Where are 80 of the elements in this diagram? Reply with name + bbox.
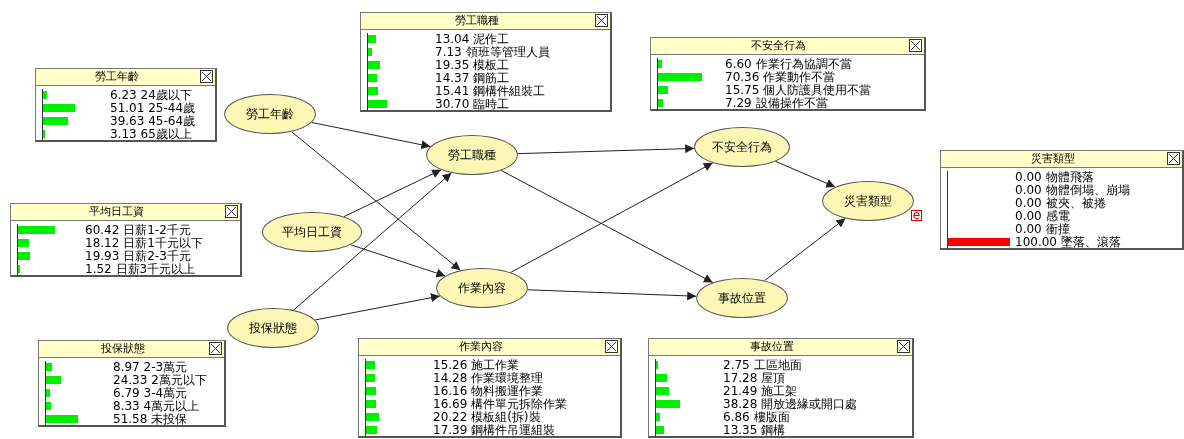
- state-row: 6.86 樓版面: [723, 411, 790, 424]
- arrow: [774, 160, 836, 188]
- variable-ellipse: [436, 268, 528, 308]
- evidence-icon: e: [911, 210, 922, 221]
- variable-ellipse: [426, 135, 518, 175]
- monitor-title: 作業內容: [457, 340, 504, 354]
- node-label: 作業內容: [458, 279, 506, 297]
- monitor-title: 勞工年齡: [93, 70, 140, 84]
- state-row: 15.41 鋼構件組裝工: [435, 85, 546, 98]
- state-row: 16.16 物料搬運作業: [433, 385, 544, 398]
- state-row: 6.23 24歲以下: [110, 89, 192, 102]
- state-row: 60.42 日薪1-2千元: [85, 224, 191, 237]
- state-row: 2.75 工區地面: [723, 359, 802, 372]
- state-row: 21.49 施工架: [723, 385, 798, 398]
- state-row: 8.33 4萬元以上: [113, 400, 200, 413]
- monitor-window: [650, 37, 926, 111]
- state-row: 16.69 構件單元拆除作業: [433, 398, 568, 411]
- monitor-window: [38, 340, 226, 427]
- state-row: 1.52 日薪3千元以上: [85, 263, 196, 276]
- arrow: [527, 289, 697, 301]
- monitor-window: [358, 338, 622, 438]
- state-row: 19.35 模板工: [435, 59, 510, 72]
- state-row: 39.63 45-64歲: [110, 115, 196, 128]
- state-row: 51.58 未投保: [113, 413, 188, 426]
- state-row: 100.00 墜落、滾落: [1015, 236, 1121, 249]
- monitor-title: 事故位置: [748, 340, 795, 354]
- node-label: 平均日工資: [282, 223, 342, 241]
- node-label: 不安全行為: [712, 138, 772, 156]
- state-row: 0.00 衝撞: [1015, 223, 1070, 236]
- state-row: 0.00 物體飛落: [1015, 171, 1094, 184]
- arrow: [343, 169, 442, 218]
- monitor-window: [940, 150, 1184, 250]
- monitor-title: 勞工職種: [453, 14, 500, 28]
- monitor-title: 災害類型: [1029, 152, 1076, 166]
- state-row: 13.04 泥作工: [435, 33, 510, 46]
- arrow: [350, 244, 446, 278]
- arrow: [291, 131, 461, 271]
- arrow: [311, 121, 431, 150]
- state-row: 20.22 模板組(拆)裝: [433, 411, 541, 424]
- state-row: 8.97 2-3萬元: [113, 361, 188, 374]
- state-row: 15.26 施工作業: [433, 359, 520, 372]
- node-label: 投保狀態: [249, 319, 297, 337]
- state-row: 7.29 設備操作不當: [725, 97, 828, 110]
- state-row: 14.28 作業環境整理: [433, 372, 544, 385]
- state-row: 15.75 個人防護具使用不當: [725, 84, 872, 97]
- state-row: 17.39 鋼構件吊運組裝: [433, 424, 556, 437]
- monitor-window: [360, 12, 612, 112]
- state-row: 14.37 鋼筋工: [435, 72, 510, 85]
- state-row: 6.79 3-4萬元: [113, 387, 188, 400]
- state-row: 18.12 日薪1千元以下: [85, 237, 203, 250]
- state-row: 24.33 2萬元以下: [113, 374, 207, 387]
- node-label: 事故位置: [718, 289, 766, 307]
- monitor-window: [10, 203, 242, 277]
- state-row: 17.28 屋頂: [723, 372, 786, 385]
- monitor-title: 平均日工資: [88, 205, 145, 219]
- state-row: 38.28 開放邊緣或開口處: [723, 398, 858, 411]
- state-row: 30.70 臨時工: [435, 98, 510, 111]
- state-row: 0.00 感電: [1015, 210, 1070, 223]
- monitor-window: [35, 68, 217, 142]
- monitor-title: 不安全行為: [750, 39, 807, 53]
- node-label: 災害類型: [844, 192, 892, 210]
- state-row: 13.35 鋼構: [723, 424, 786, 437]
- variable-ellipse: [262, 212, 362, 252]
- monitor-title: 投保狀態: [99, 342, 146, 356]
- state-row: 70.36 作業動作不當: [725, 71, 836, 84]
- state-row: 19.93 日薪2-3千元: [85, 250, 191, 263]
- state-row: 6.60 作業行為協調不當: [725, 58, 852, 71]
- state-row: 0.00 被夾、被捲: [1015, 197, 1106, 210]
- variable-ellipse: [227, 308, 319, 348]
- state-row: 3.13 65歲以上: [110, 128, 192, 141]
- arrow: [510, 162, 714, 273]
- arrow: [517, 144, 695, 155]
- arrow: [500, 169, 714, 284]
- state-row: 0.00 物體倒塌、崩塌: [1015, 184, 1130, 197]
- node-label: 勞工職種: [448, 146, 496, 164]
- state-row: 7.13 領班等管理人員: [435, 46, 550, 59]
- arrow: [764, 217, 846, 282]
- node-label: 勞工年齡: [246, 105, 294, 123]
- state-row: 51.01 25-44歲: [110, 102, 196, 115]
- monitor-window: [648, 338, 914, 438]
